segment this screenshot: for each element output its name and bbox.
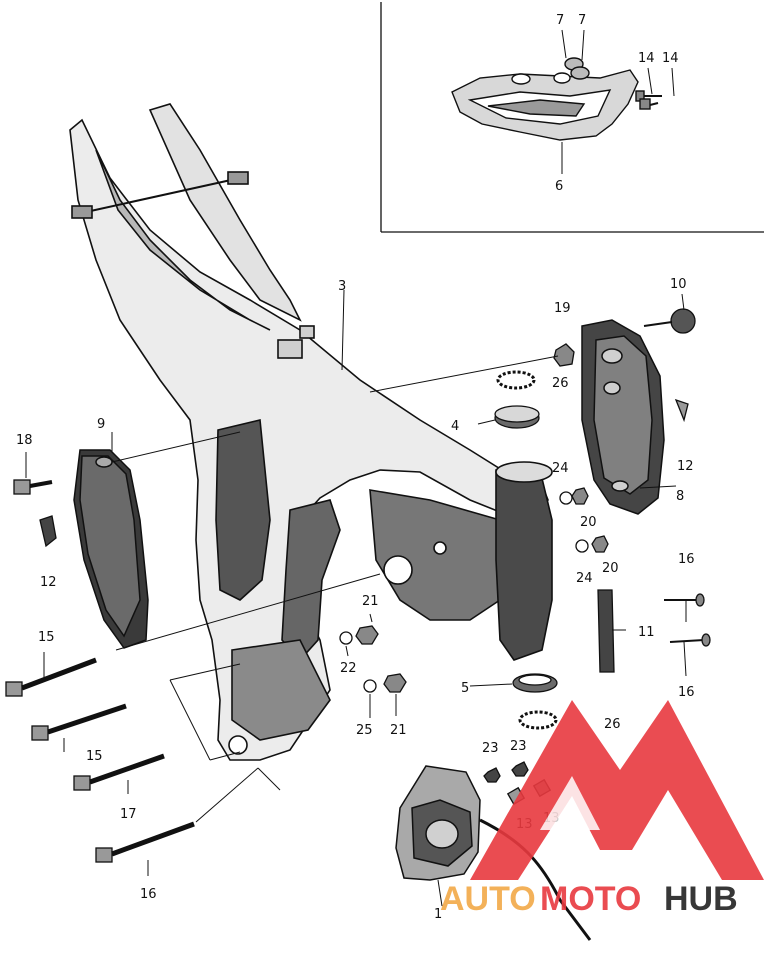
callout-19: 19	[554, 301, 571, 316]
callout-26b: 26	[604, 717, 621, 732]
callout-21b: 21	[390, 723, 407, 738]
callout-23b: 23	[510, 739, 527, 754]
callout-16b: 16	[678, 685, 695, 700]
callout-20a: 20	[580, 515, 597, 530]
callout-24a: 24	[552, 461, 569, 476]
callout-1: 1	[434, 907, 442, 922]
callout-15a: 15	[38, 630, 55, 645]
callout-8: 8	[676, 489, 684, 504]
callout-14b: 14	[662, 51, 679, 66]
callout-15b: 15	[86, 749, 103, 764]
callout-18: 18	[16, 433, 33, 448]
callout-16c: 16	[140, 887, 157, 902]
watermark-text-moto: MOTO	[540, 880, 641, 918]
callout-17: 17	[120, 807, 137, 822]
watermark-logo: AUTO MOTO HUB	[440, 700, 764, 918]
callout-6: 6	[555, 179, 563, 194]
main-frame-drawing	[69, 103, 553, 761]
callout-20b: 20	[602, 561, 619, 576]
callout-5: 5	[461, 681, 469, 696]
callout-24b: 24	[576, 571, 593, 586]
right-cover-drawing	[581, 319, 665, 515]
watermark-triangle-icon	[470, 700, 764, 880]
callout-12-left: 12	[40, 575, 57, 590]
hardware-drawings	[5, 308, 711, 863]
callout-14a: 14	[638, 51, 655, 66]
callout-16a: 16	[678, 552, 695, 567]
callout-23a: 23	[482, 741, 499, 756]
watermark-text-hub: HUB	[664, 880, 738, 918]
inset-frame	[380, 2, 764, 233]
callout-10: 10	[670, 277, 687, 292]
callout-11: 11	[638, 625, 655, 640]
callout-26a: 26	[552, 376, 569, 391]
callout-9: 9	[97, 417, 105, 432]
callout-4: 4	[451, 419, 459, 434]
watermark-text-auto: AUTO	[440, 880, 536, 918]
callout-7b: 7	[578, 13, 586, 28]
left-cover-drawing	[73, 449, 149, 649]
callout-7a: 7	[556, 13, 564, 28]
callout-12-right: 12	[677, 459, 694, 474]
callout-25: 25	[356, 723, 373, 738]
callout-3: 3	[338, 279, 346, 294]
leader-lines	[25, 29, 687, 907]
skid-plate-drawing	[451, 57, 662, 141]
callout-21a: 21	[362, 594, 379, 609]
callout-22: 22	[340, 661, 357, 676]
